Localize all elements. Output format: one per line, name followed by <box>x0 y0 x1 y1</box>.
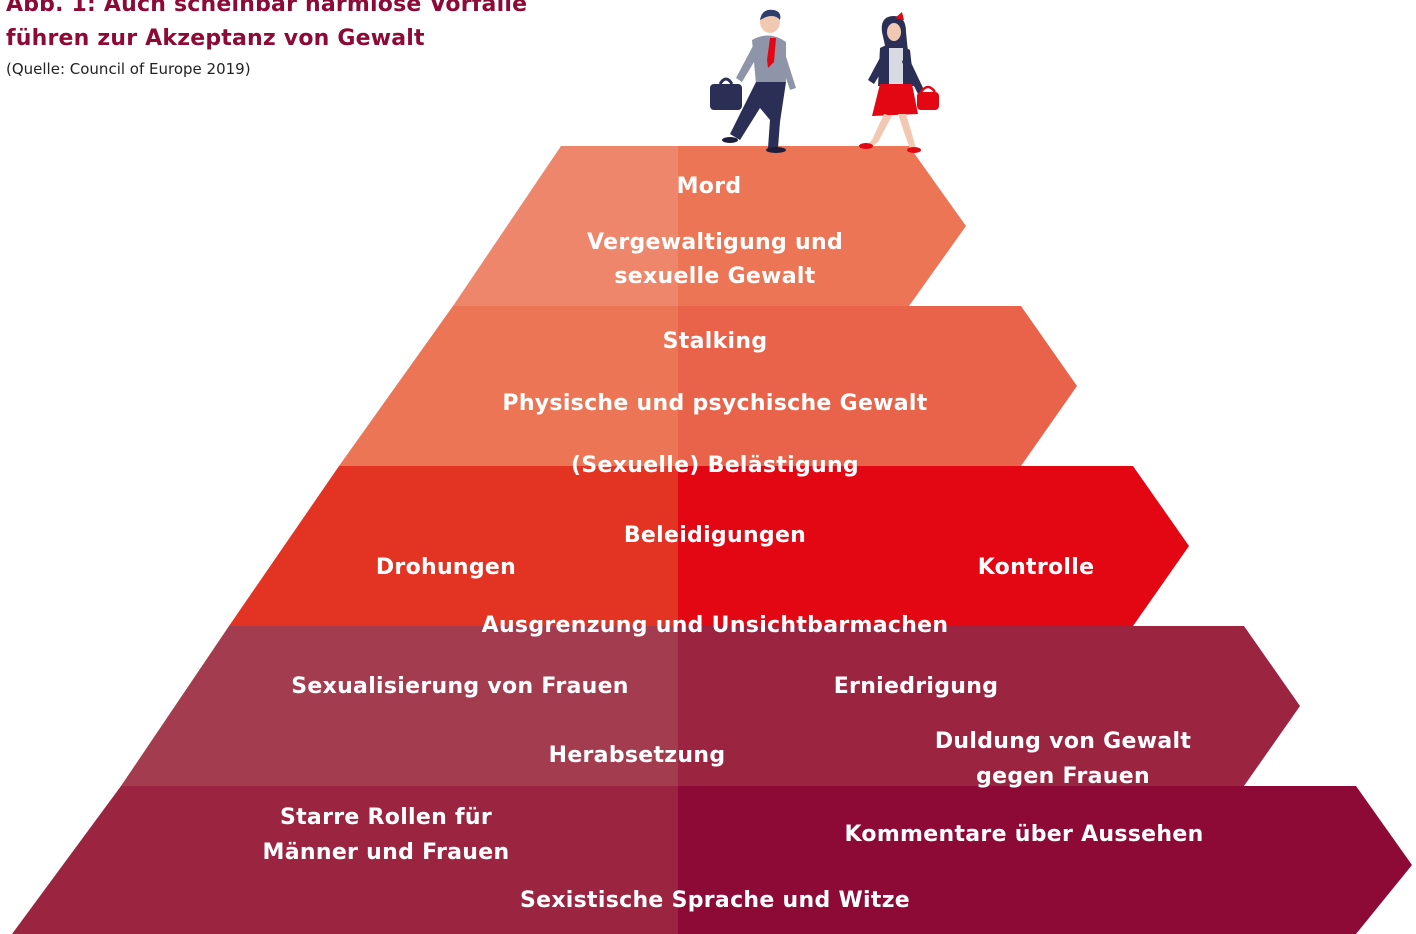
figure-title-line-1: Abb. 1: Auch scheinbar harmlose Vorfälle <box>6 0 528 17</box>
label-beleidigungen: Beleidigungen <box>623 523 807 548</box>
label-starre-rollen-line-1: Starre Rollen für <box>279 805 493 830</box>
label-erniedrigung: Erniedrigung <box>833 674 999 699</box>
tier-4 <box>121 626 1300 786</box>
tier-2-right <box>678 306 1077 466</box>
label-sexualisierung: Sexualisierung von Frauen <box>291 674 629 699</box>
label-physische-gewalt: Physische und psychische Gewalt <box>502 391 928 416</box>
label-stalking: Stalking <box>662 329 768 354</box>
figure-title-line-2: führen zur Akzeptanz von Gewalt <box>6 26 425 51</box>
tier-4-left <box>121 626 678 786</box>
tier-4-right <box>678 626 1300 786</box>
tier-1-right <box>678 146 966 306</box>
label-kommentare-aussehen: Kommentare über Aussehen <box>844 822 1204 847</box>
label-mord: Mord <box>676 174 742 199</box>
tier-2-left <box>339 306 678 466</box>
label-starre-rollen-line-2: Männer und Frauen <box>262 840 510 865</box>
businesswoman-figure <box>859 12 939 153</box>
tier-3-right <box>678 466 1189 626</box>
tier-1-left <box>453 146 678 306</box>
label-duldung-line-2: gegen Frauen <box>976 764 1150 789</box>
walking-people-illustration <box>710 9 939 153</box>
label-vergewaltigung-line-2: sexuelle Gewalt <box>614 264 816 289</box>
tier-1 <box>453 146 966 306</box>
tier-5-right <box>678 786 1412 934</box>
label-sexistische-sprache: Sexistische Sprache und Witze <box>519 888 911 913</box>
businessman-figure <box>710 9 796 153</box>
label-drohungen: Drohungen <box>375 555 517 580</box>
tier-2 <box>339 306 1077 466</box>
tier-3-left <box>229 466 678 626</box>
label-vergewaltigung-line-1: Vergewaltigung und <box>587 230 843 255</box>
label-sexuelle-belaestigung: (Sexuelle) Belästigung <box>571 453 859 478</box>
label-ausgrenzung: Ausgrenzung und Unsichtbarmachen <box>481 613 949 638</box>
label-kontrolle: Kontrolle <box>977 555 1095 580</box>
tier-5-left <box>12 786 678 934</box>
label-herabsetzung: Herabsetzung <box>548 743 726 768</box>
figure-source: (Quelle: Council of Europe 2019) <box>6 60 251 78</box>
tier-3 <box>229 466 1189 626</box>
tier-5 <box>12 786 1412 934</box>
figure-header: Abb. 1: Auch scheinbar harmlose Vorfälle… <box>6 0 527 80</box>
label-duldung-line-1: Duldung von Gewalt <box>934 729 1192 754</box>
